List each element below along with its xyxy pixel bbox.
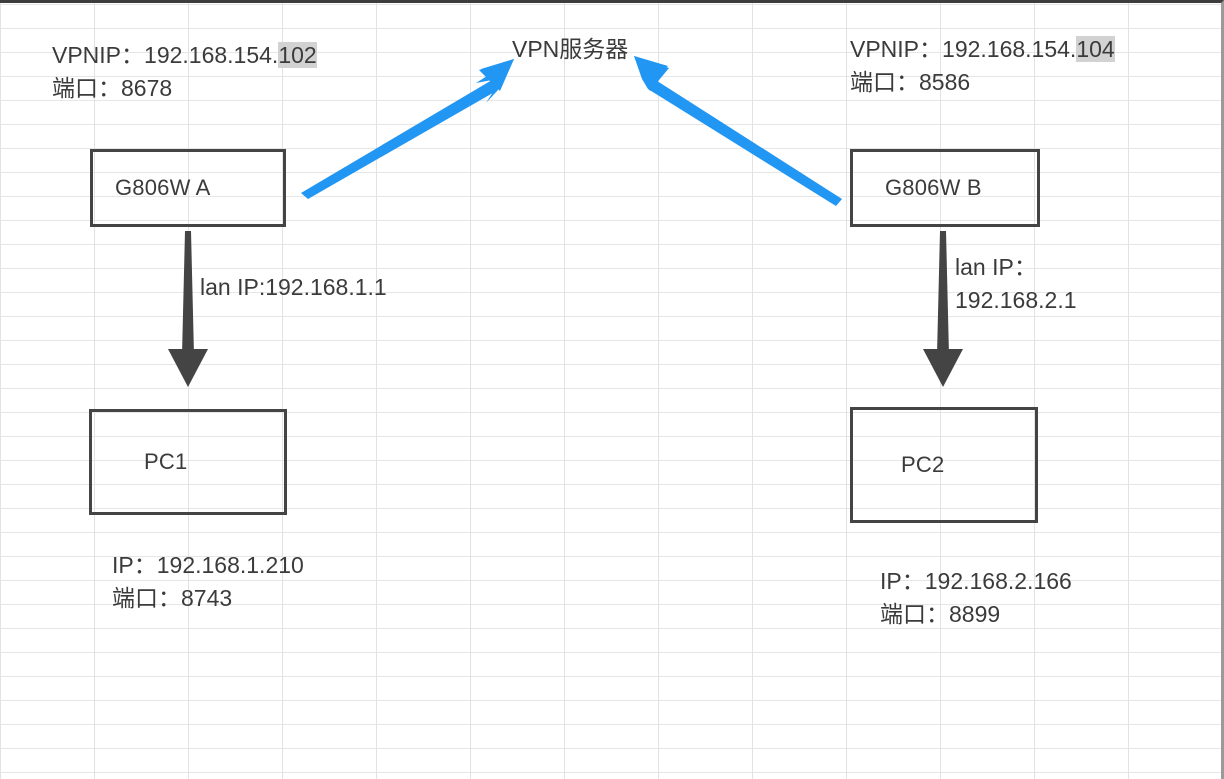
port-line-right: 端口：8586 bbox=[850, 69, 971, 95]
vpnip-prefix-right: VPNIP：192.168.154. bbox=[850, 36, 1077, 62]
lan-ip-label-left: lan IP:192.168.1.1 bbox=[200, 274, 387, 300]
arrow-layer bbox=[168, 56, 963, 387]
router-a-label: G806W A bbox=[115, 175, 211, 200]
pc2-label: PC2 bbox=[901, 452, 945, 477]
vpnip-prefix-left: VPNIP：192.168.154. bbox=[52, 42, 279, 68]
port-line-left: 端口：8678 bbox=[52, 75, 173, 101]
arrow-down-icon bbox=[168, 231, 208, 387]
arrow-up-left-icon bbox=[634, 56, 842, 206]
pc2-info-label: IP：192.168.2.166 端口：8899 bbox=[880, 565, 1072, 631]
vpnip-label-right: VPNIP：192.168.154.104 端口：8586 bbox=[850, 33, 1115, 99]
router-a-box[interactable]: G806W A bbox=[90, 149, 286, 227]
router-b-box[interactable]: G806W B bbox=[850, 149, 1040, 227]
lan-ip-line2-right: 192.168.2.1 bbox=[955, 287, 1077, 313]
pc1-box[interactable]: PC1 bbox=[89, 409, 287, 515]
pc1-port-line: 端口：8743 bbox=[112, 585, 233, 611]
vpnip-label-left: VPNIP：192.168.154.102 端口：8678 bbox=[52, 39, 317, 105]
pc2-box[interactable]: PC2 bbox=[850, 407, 1038, 523]
vpnip-highlight-left: 102 bbox=[278, 42, 317, 68]
vpnip-line-left: VPNIP：192.168.154.102 bbox=[52, 39, 317, 72]
pc1-label: PC1 bbox=[144, 449, 188, 474]
pc2-port-line: 端口：8899 bbox=[880, 601, 1001, 627]
vpn-server-label: VPN服务器 bbox=[512, 36, 629, 62]
pc1-ip-line: IP：192.168.1.210 bbox=[112, 552, 304, 578]
arrow-up-right-icon bbox=[301, 59, 514, 199]
lan-ip-line1-right: lan IP： bbox=[955, 254, 1037, 280]
router-b-label: G806W B bbox=[885, 175, 982, 200]
vpnip-line-right: VPNIP：192.168.154.104 bbox=[850, 33, 1115, 66]
vpnip-highlight-right: 104 bbox=[1076, 36, 1115, 62]
pc1-info-label: IP：192.168.1.210 端口：8743 bbox=[112, 549, 304, 615]
lan-ip-label-right: lan IP： 192.168.2.1 bbox=[955, 251, 1077, 317]
pc2-ip-line: IP：192.168.2.166 bbox=[880, 568, 1072, 594]
